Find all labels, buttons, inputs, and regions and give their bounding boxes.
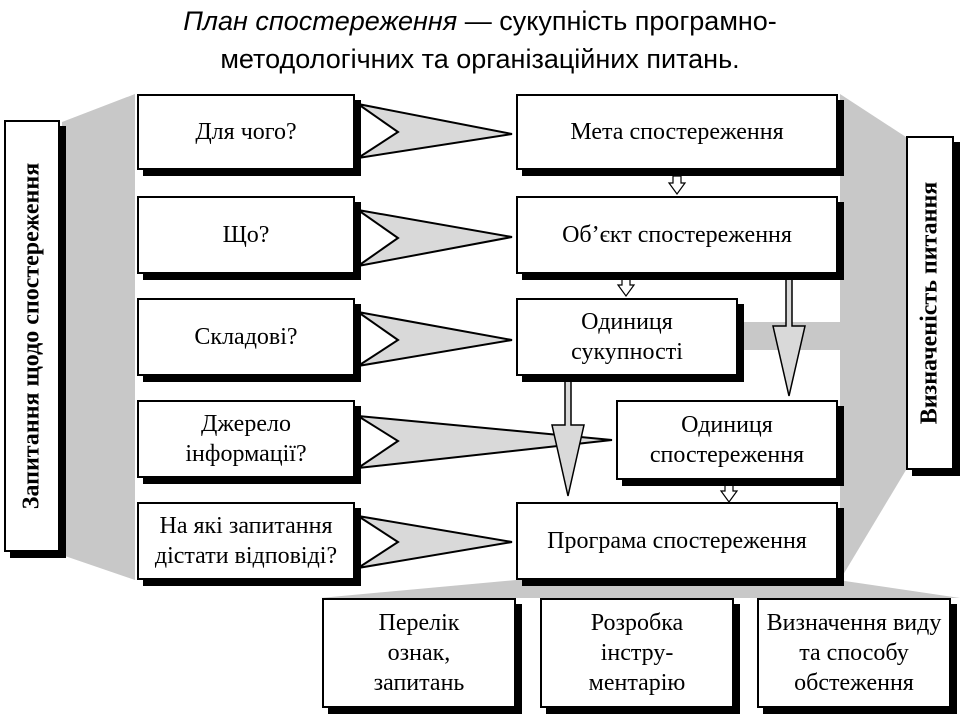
program-part-3: Визначення виду та способу обстеження [757,598,951,708]
population-unit-text: Одиниця сукупності [571,309,683,365]
program-part-2-text: Розробка інстру-ментарію [588,610,686,696]
object-box: Об’єкт спостереження [516,196,838,274]
pointer-arrow-4 [357,415,613,469]
pointer-arrow-2 [357,209,513,267]
title-term: План спостереження [183,6,458,36]
diagram-title: План спостереження — сукупність програмн… [0,4,960,38]
observation-unit-box: Одиниця спостереження [616,400,838,480]
down-arrow-goal-to-object [667,175,687,196]
population-connector-band [740,322,906,350]
program-part-2: Розробка інстру-ментарію [540,598,734,708]
program-gray-fan [320,580,960,598]
down-arrow-observation-to-program [719,483,739,504]
pointer-arrow-5 [357,515,513,569]
question-box-5-text: На які запитання дістати відповіді? [154,513,338,569]
population-unit-box: Одиниця сукупності [516,298,738,376]
right-definiteness-panel: Визначеність питання [906,136,954,470]
question-box-4-text: Джерело інформації? [185,411,307,467]
flow-arrow-population-to-program [551,377,585,497]
title-definition: — сукупність програмно- [457,6,777,36]
program-part-1: Перелік ознак, запитань [322,598,516,708]
down-arrow-object-to-population [616,277,636,298]
goal-box: Мета спостереження [516,94,838,170]
pointer-arrow-3 [357,311,513,367]
observation-unit-text: Одиниця спостереження [649,412,805,468]
program-part-1-text: Перелік ознак, запитань [373,610,465,696]
question-box-3: Складові? [137,298,355,376]
question-box-1: Для чого? [137,94,355,170]
left-questions-panel: Запитання щодо спостереження [4,120,60,552]
question-box-4: Джерело інформації? [137,400,355,478]
question-box-5: На які запитання дістати відповіді? [137,502,355,580]
flow-arrow-object-to-observation-unit [772,277,806,397]
question-box-2: Що? [137,196,355,274]
left-gray-panel [62,94,135,580]
right-panel-label: Визначеність питання [916,181,943,425]
program-part-3-text: Визначення виду та способу обстеження [766,610,942,696]
left-panel-label: Запитання щодо спостереження [18,162,45,510]
pointer-arrow-1 [357,103,513,159]
diagram-title-line2: методологічних та організаційних питань. [220,44,740,74]
program-box: Програма спостереження [516,502,838,580]
